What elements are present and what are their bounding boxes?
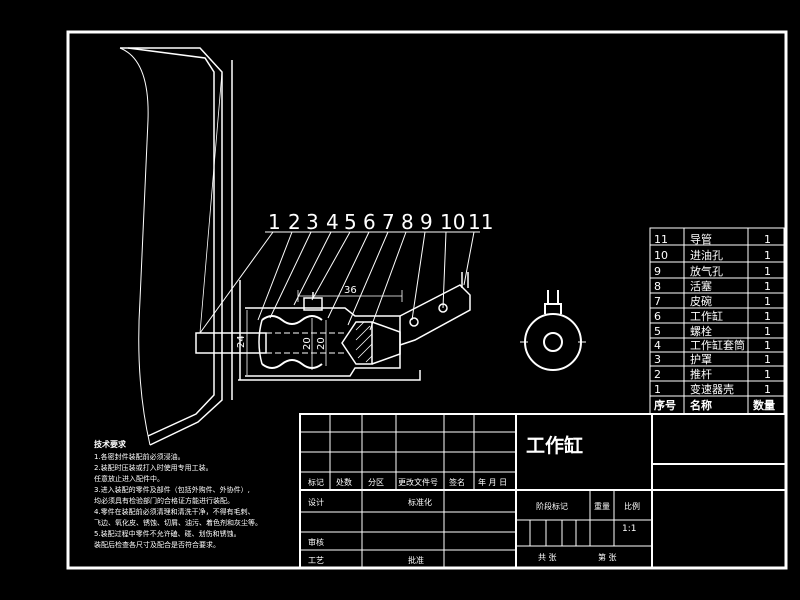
part-name: 进油孔	[690, 248, 723, 262]
label-review: 审核	[308, 537, 324, 547]
technical-notes: 技术要求 1.各密封件装配前必须浸油。 2.装配时压装或打入时使用专用工装。 任…	[94, 439, 262, 549]
balloon-7: 7	[382, 210, 395, 234]
part-no: 1	[654, 383, 661, 396]
part-name: 推杆	[690, 367, 712, 381]
part-name: 变速器壳	[690, 382, 734, 396]
part-qty: 1	[764, 368, 771, 381]
label-scale: 比例	[624, 501, 640, 511]
dim-dia-inner: 20	[316, 337, 327, 350]
part-no: 5	[654, 325, 661, 338]
parts-header-name: 名称	[690, 398, 712, 412]
balloon-6: 6	[363, 210, 376, 234]
balloon-8: 8	[401, 210, 414, 234]
balloon-2: 2	[288, 210, 301, 234]
part-no: 6	[654, 310, 661, 323]
part-no: 4	[654, 339, 661, 352]
part-name: 工作缸	[690, 309, 723, 323]
part-qty: 1	[764, 233, 771, 246]
balloon-11: 11	[468, 210, 493, 234]
part-name: 活塞	[690, 279, 712, 293]
tech-note-line: 4.零件在装配前必须清理和清洗干净，不得有毛刺、	[94, 507, 255, 516]
scale-value: 1:1	[622, 524, 636, 534]
label-total-sheets: 共 张	[538, 553, 557, 562]
balloon-5: 5	[344, 210, 357, 234]
rev-header-sign: 签名	[449, 477, 465, 487]
label-sheet-no: 第 张	[598, 552, 617, 562]
rev-header-zone: 分区	[368, 478, 384, 487]
dim-dia-outer: 24	[236, 335, 247, 348]
label-weight: 重量	[594, 501, 610, 511]
tech-note-line: 均必须具有检验部门的合格证方能进行装配。	[94, 496, 234, 505]
part-qty: 1	[764, 339, 771, 352]
label-standardize: 标准化	[408, 497, 432, 507]
part-qty: 1	[764, 310, 771, 323]
parts-header-qty: 数量	[753, 398, 775, 412]
title-block-text: 工作缸 标记 处数 分区 更改文件号 签名 年 月 日 设计 标准化 审核 工艺…	[308, 434, 640, 565]
label-stage-mark: 阶段标记	[536, 501, 568, 511]
tech-note-line: 任意放止进入配件中。	[94, 474, 164, 483]
tech-note-line: 飞边、氧化皮、锈蚀、切屑、油污、着色剂和灰尘等。	[94, 518, 262, 527]
gearbox-housing	[119, 47, 241, 446]
dim-length: 36	[344, 285, 357, 296]
tech-note-line: 装配后检查各尺寸及配合是否符合要求。	[94, 540, 220, 549]
balloon-1: 1	[268, 210, 281, 234]
tech-notes-title: 技术要求	[94, 439, 127, 449]
label-process: 工艺	[308, 556, 324, 565]
rev-header-count: 处数	[336, 477, 352, 487]
balloon-10: 10	[440, 210, 465, 234]
part-name: 护罩	[690, 352, 712, 366]
part-no: 3	[654, 353, 661, 366]
part-qty: 1	[764, 295, 771, 308]
part-name: 放气孔	[690, 264, 723, 278]
rev-header-date: 年 月 日	[478, 477, 507, 487]
part-name: 螺栓	[690, 324, 712, 338]
rev-header-change-doc: 更改文件号	[398, 477, 438, 487]
part-no: 10	[654, 249, 668, 262]
balloon-labels: 1 2 3 4 5 6 7 8 9 10 11	[265, 210, 493, 234]
balloon-4: 4	[326, 210, 339, 234]
rev-header-mark: 标记	[308, 477, 324, 487]
part-qty: 1	[764, 265, 771, 278]
title-block	[299, 413, 787, 569]
part-no: 7	[654, 295, 661, 308]
part-qty: 1	[764, 249, 771, 262]
label-design: 设计	[308, 497, 324, 507]
part-qty: 1	[764, 383, 771, 396]
tech-note-line: 1.各密封件装配前必须浸油。	[94, 452, 185, 461]
side-view	[520, 290, 586, 371]
part-qty: 1	[764, 325, 771, 338]
tech-note-line: 5.装配过程中零件不允许磕、碰、划伤和锈蚀。	[94, 529, 241, 538]
leader-lines	[199, 71, 475, 334]
part-qty: 1	[764, 280, 771, 293]
part-no: 8	[654, 280, 661, 293]
part-no: 11	[654, 233, 668, 246]
part-name: 皮碗	[690, 294, 712, 308]
parts-list-rows: 11 导管 1 10 进油孔 1 9 放气孔 1 8 活塞 1 7 皮碗 1 6…	[654, 232, 775, 412]
dimensions	[246, 290, 403, 375]
parts-header-no: 序号	[654, 398, 676, 412]
part-name: 工作缸套筒	[690, 338, 745, 352]
part-no: 2	[654, 368, 661, 381]
part-no: 9	[654, 265, 661, 278]
part-name: 导管	[690, 232, 712, 246]
part-qty: 1	[764, 353, 771, 366]
balloon-9: 9	[420, 210, 433, 234]
tech-note-line: 3.进入装配的零件及部件（包括外购件、外协件）,	[94, 485, 250, 494]
drawing-title: 工作缸	[526, 434, 583, 457]
dim-dia-mid: 20	[302, 337, 313, 350]
balloon-3: 3	[306, 210, 319, 234]
tech-note-line: 2.装配时压装或打入时使用专用工装。	[94, 463, 213, 472]
cylinder-section	[195, 272, 471, 381]
label-approve: 批准	[408, 555, 424, 565]
